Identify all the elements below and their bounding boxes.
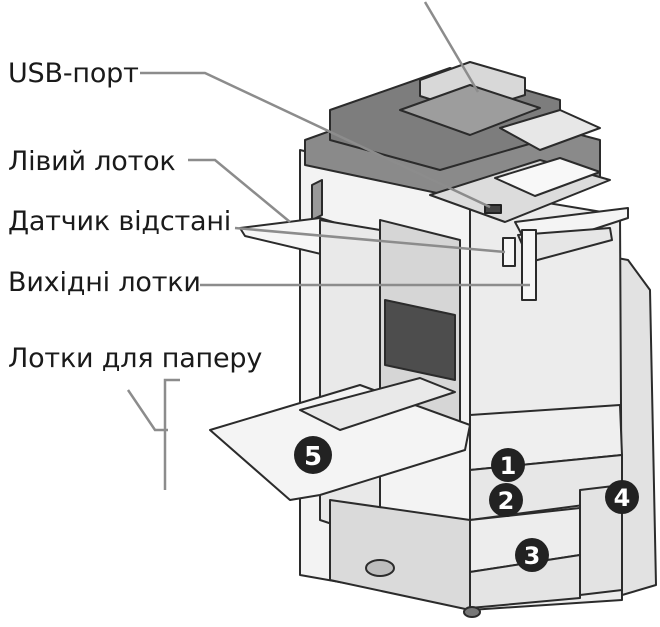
paper-bracket — [163, 378, 180, 490]
leader-sensor — [234, 226, 506, 254]
touch-screen — [494, 157, 601, 197]
bypass-tray-guide — [299, 377, 456, 431]
tray-5-badge — [294, 436, 332, 474]
output-trays-label: Вихідні лотки — [8, 267, 201, 298]
tray-3-number: 3 — [524, 542, 541, 570]
tray-3-badge — [515, 538, 549, 572]
paper-trays-label: Лотки для паперу — [8, 343, 263, 374]
leader-paper — [126, 389, 168, 432]
distance-sensor-label: Датчик відстані — [8, 206, 232, 237]
side-vent — [311, 179, 323, 221]
usb-port-label: USB-порт — [8, 58, 139, 89]
tray-4-number: 4 — [614, 484, 631, 512]
caster — [365, 559, 395, 577]
bypass-tray — [209, 384, 471, 501]
tray-1-badge — [491, 448, 525, 482]
usb-port-slot — [484, 204, 502, 214]
tray-1-number: 1 — [500, 452, 517, 480]
caster — [463, 606, 481, 618]
left-tray-label: Лівий лоток — [8, 146, 176, 177]
tray-5-number: 5 — [304, 442, 322, 472]
tray-4-badge — [605, 480, 639, 514]
leader-feeder — [423, 1, 480, 93]
output-bracket — [521, 229, 537, 301]
badge-group: 1 2 3 4 5 — [294, 436, 639, 572]
feeder-slot — [399, 84, 541, 136]
cabinet — [329, 499, 471, 611]
feeder-exit — [499, 109, 601, 151]
internal-roller — [384, 299, 456, 381]
tray-2-number: 2 — [498, 487, 515, 515]
leader-left-tray — [188, 158, 291, 223]
leader-lines — [126, 1, 530, 490]
leader-usb — [140, 71, 491, 209]
tray-2-badge — [489, 483, 523, 517]
